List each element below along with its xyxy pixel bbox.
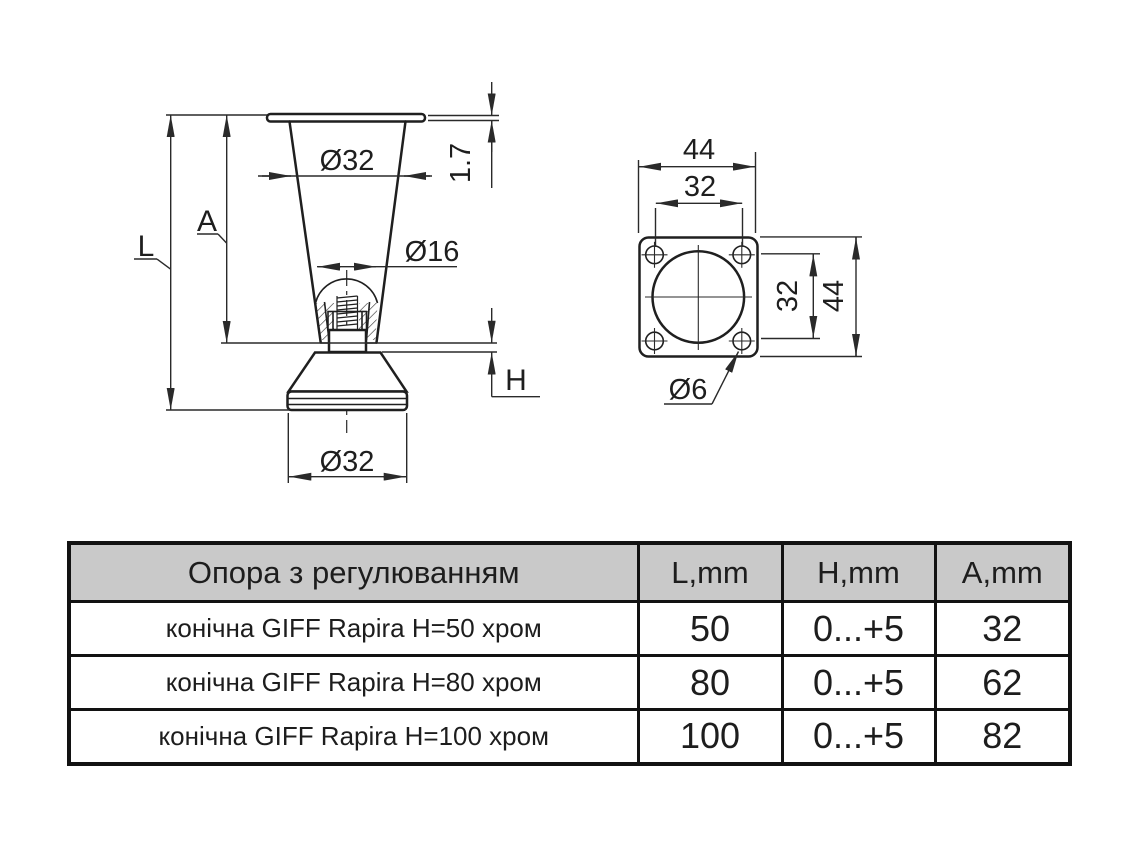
label-flange-thickness: 1.7 xyxy=(445,143,477,183)
label-L: L xyxy=(138,230,155,263)
table-row: конічна GIFF Rapira H=100 хром 100 0...+… xyxy=(67,708,1072,765)
label-insert-diameter: Ø16 xyxy=(405,236,460,268)
dim-body-length: A xyxy=(197,115,497,344)
foot-cone xyxy=(286,351,409,393)
dim-top-diameter: Ø32 xyxy=(258,145,432,180)
header-l-mm: L,mm xyxy=(636,541,784,603)
label-A: A xyxy=(197,205,217,238)
value-h: 0...+5 xyxy=(780,654,937,711)
spec-table-container: Опора з регулюванням L,mm H,mm A,mm коні… xyxy=(67,541,1072,766)
header-a-mm: A,mm xyxy=(933,541,1072,603)
table-row: конічна GIFF Rapira H=50 хром 50 0...+5 … xyxy=(67,600,1072,657)
product-name: конічна GIFF Rapira H=50 хром xyxy=(67,600,640,657)
dim-total-length: L xyxy=(134,114,290,411)
value-a: 82 xyxy=(933,708,1072,765)
label-plate-height: 44 xyxy=(818,280,850,312)
header-h-mm: H,mm xyxy=(780,541,937,603)
threaded-stud xyxy=(336,295,359,329)
value-l: 50 xyxy=(636,600,784,657)
top-flange xyxy=(265,112,427,123)
label-top-diameter: Ø32 xyxy=(320,145,375,177)
dim-plate-width: 44 xyxy=(637,134,757,233)
label-plate-width: 44 xyxy=(683,134,715,166)
adjuster-assembly xyxy=(327,295,368,354)
dim-foot-diameter: Ø32 xyxy=(287,413,408,483)
technical-drawing: L A Ø32 xyxy=(134,82,862,483)
plate-centerlines xyxy=(645,245,752,350)
label-hole-diameter: Ø6 xyxy=(669,374,708,406)
dim-plate-height: 44 xyxy=(760,236,862,358)
value-a: 62 xyxy=(933,654,1072,711)
dim-hole-spacing-x: 32 xyxy=(654,171,744,247)
table-row: конічна GIFF Rapira H=80 хром 80 0...+5 … xyxy=(67,654,1072,711)
insert-dome-arc xyxy=(314,278,379,304)
screw-hole xyxy=(728,328,755,354)
foot xyxy=(286,351,409,412)
product-name: конічна GIFF Rapira H=80 хром xyxy=(67,654,640,711)
adjuster-nut xyxy=(327,328,368,354)
screw-hole xyxy=(641,328,668,354)
value-a: 32 xyxy=(933,600,1072,657)
dim-flange-thickness: 1.7 xyxy=(428,82,499,188)
dim-adjust-height: H xyxy=(382,308,540,398)
dim-insert-diameter: Ø16 xyxy=(317,236,460,271)
foot-base xyxy=(286,390,409,412)
product-name: конічна GIFF Rapira H=100 хром xyxy=(67,708,640,765)
label-hole-spacing-y: 32 xyxy=(772,280,804,312)
value-h: 0...+5 xyxy=(780,600,937,657)
label-H: H xyxy=(505,364,527,397)
spec-table: Опора з регулюванням L,mm H,mm A,mm коні… xyxy=(67,541,1072,766)
value-l: 100 xyxy=(636,708,784,765)
label-hole-spacing-x: 32 xyxy=(684,171,716,203)
dim-hole-diameter: Ø6 xyxy=(664,351,740,406)
top-view: 44 32 32 xyxy=(637,134,862,406)
screw-holes xyxy=(641,241,755,354)
label-foot-diameter: Ø32 xyxy=(320,446,375,478)
value-h: 0...+5 xyxy=(780,708,937,765)
value-l: 80 xyxy=(636,654,784,711)
dim-hole-spacing-y: 32 xyxy=(761,253,820,340)
header-product: Опора з регулюванням xyxy=(67,541,640,603)
table-header-row: Опора з регулюванням L,mm H,mm A,mm xyxy=(67,541,1072,603)
side-view: L A Ø32 xyxy=(134,82,540,483)
screw-hole xyxy=(641,241,668,268)
